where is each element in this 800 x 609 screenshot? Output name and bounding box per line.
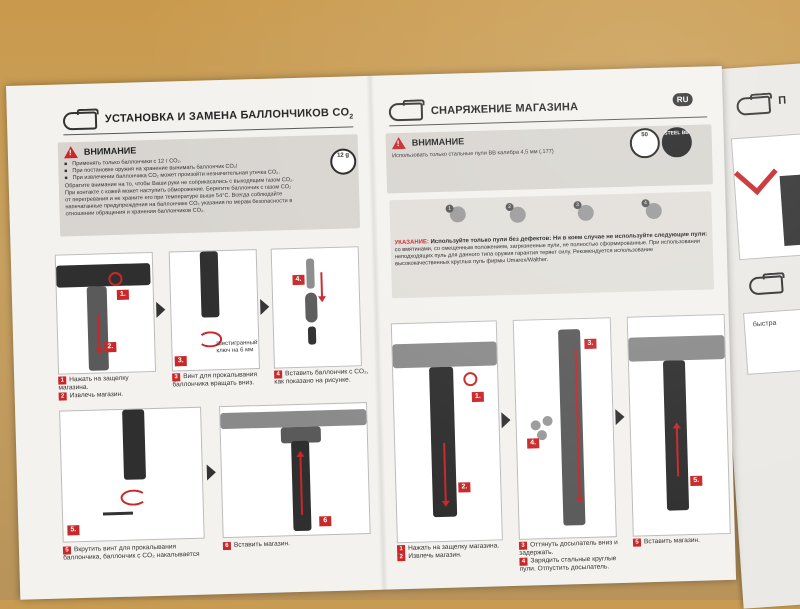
right-note-text: УКАЗАНИЕ: Используйте только пули без де… <box>394 231 709 268</box>
right-warning-title: ВНИМАНИЕ <box>412 136 465 147</box>
step-arrow-icon <box>501 412 510 428</box>
hand-pointer-icon <box>389 102 423 121</box>
manual-booklet: УСТАНОВКА И ЗАМЕНА БАЛЛОНЧИКОВ CO2 ВНИМА… <box>6 66 736 600</box>
step-arrow-icon <box>207 464 216 480</box>
warning-triangle-icon <box>392 137 406 149</box>
right-section-header: СНАРЯЖЕНИЕ МАГАЗИНА <box>389 98 579 121</box>
warning-triangle-icon <box>64 146 78 158</box>
left-warning-title: ВНИМАНИЕ <box>84 145 137 156</box>
left-warning-text: Применять только баллончики с 12 г CO₂. … <box>64 153 353 219</box>
mag-step1-panel: 1. 2. <box>391 320 503 543</box>
left-section-title: УСТАНОВКА И ЗАМЕНА БАЛЛОНЧИКОВ CO2 <box>105 106 354 127</box>
mag-step2-panel: 3. 4. <box>513 317 617 540</box>
left-warning-box: ВНИМАНИЕ Применять только баллончики с 1… <box>58 134 361 236</box>
language-badge: RU <box>672 93 692 107</box>
hand-pointer-icon <box>63 111 97 130</box>
rounds-count-badge-icon: 50 <box>629 128 660 159</box>
step4-panel: 4. <box>271 246 362 368</box>
step1-panel: 1. 2. <box>55 252 156 375</box>
step-arrow-icon <box>156 302 165 318</box>
co2-cartridge-badge-icon: 12 g <box>330 148 357 175</box>
step-arrow-icon <box>615 409 624 425</box>
mag-step3-panel: 5. <box>627 314 731 537</box>
step6-panel: 6 <box>219 402 371 538</box>
right-warning-box: ВНИМАНИЕ Использовать только стальные пу… <box>385 124 713 193</box>
steel-bb-badge-icon: STEEL BB <box>661 127 692 158</box>
right-note-box: 1 2 3 4 УКАЗАНИЕ: Используйте только пул… <box>389 191 714 298</box>
step3-panel: 3. Шестигранный ключ на 6 мм <box>169 249 260 371</box>
step5-panel: 5. <box>59 407 205 543</box>
next-page-text-fragment: быстра <box>753 320 777 329</box>
right-section-title: СНАРЯЖЕНИЕ МАГАЗИНА <box>431 101 579 117</box>
left-section-header: УСТАНОВКА И ЗАМЕНА БАЛЛОНЧИКОВ CO2 <box>63 104 354 130</box>
step-arrow-icon <box>260 299 269 315</box>
next-page-title-fragment: П <box>778 94 787 107</box>
